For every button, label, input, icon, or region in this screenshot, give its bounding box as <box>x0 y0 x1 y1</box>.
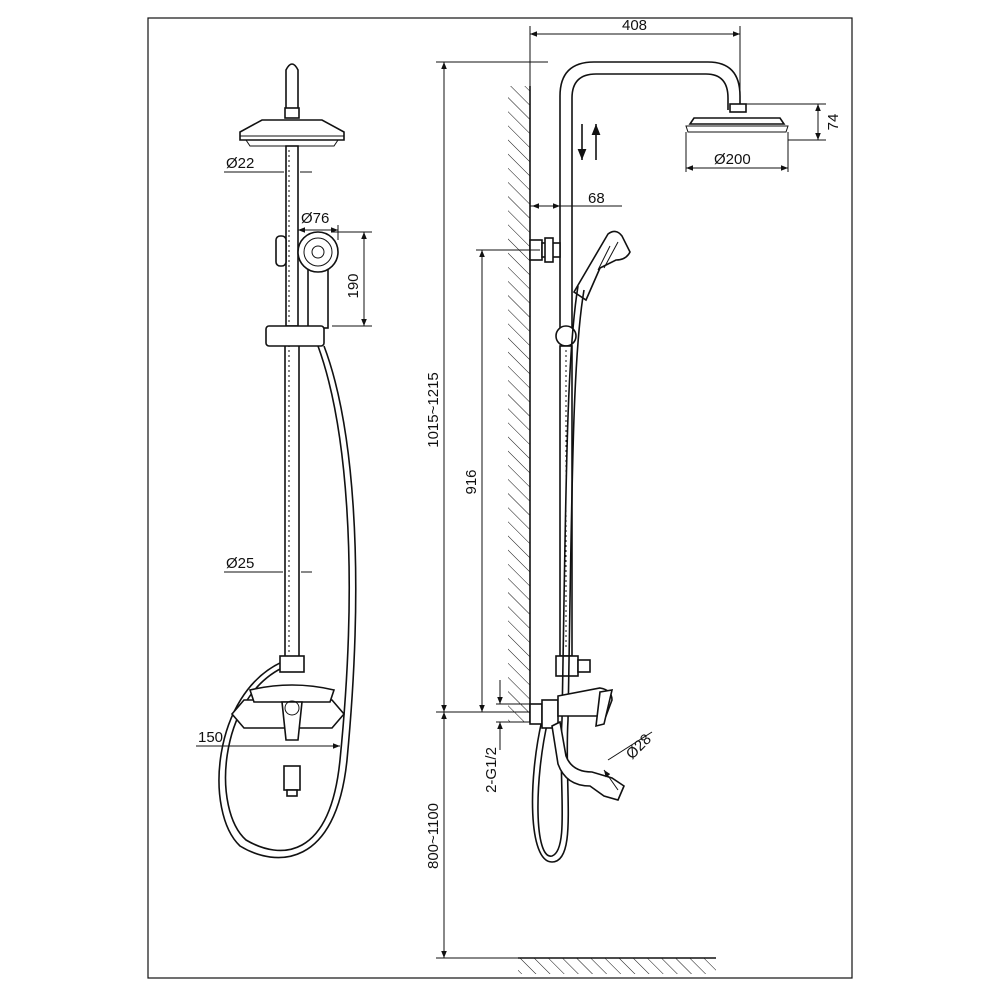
front-upper-pipe <box>285 145 299 327</box>
dim-connection-thread: 2-G1/2 <box>483 747 500 793</box>
dim-head-height: 74 <box>825 114 842 131</box>
side-dimensions <box>436 26 826 959</box>
side-view <box>508 61 789 974</box>
front-mixer <box>230 684 346 741</box>
front-hose <box>224 345 350 852</box>
front-lower-pipe <box>284 341 300 661</box>
dim-slide-height: 916 <box>463 469 480 494</box>
wall-hatch <box>508 86 530 722</box>
dim-pipe-top-diameter: Ø22 <box>226 155 254 172</box>
side-rain-head <box>685 117 789 133</box>
side-hand-shower <box>572 230 631 302</box>
side-riser-arm <box>559 61 741 330</box>
front-rain-head <box>239 119 345 147</box>
dim-column-height: 1015~1215 <box>425 372 442 448</box>
front-hand-shower <box>297 231 339 329</box>
dim-pipe-bottom-diameter: Ø25 <box>226 555 254 572</box>
dim-shower-arm-reach: 408 <box>622 17 647 34</box>
dim-head-diameter: Ø200 <box>714 151 751 168</box>
front-dimensions <box>196 171 372 749</box>
dim-mount-height: 800~1100 <box>425 803 442 869</box>
front-view <box>218 63 357 859</box>
dim-hand-shower-diameter: Ø76 <box>301 210 329 227</box>
front-slide-holder <box>265 325 325 347</box>
dim-mixer-centers: 150 <box>198 729 223 746</box>
side-mixer <box>529 687 625 801</box>
dim-wall-offset: 68 <box>588 190 605 207</box>
drawing-frame <box>147 17 853 979</box>
floor-hatch <box>518 958 716 974</box>
dim-spout-diameter: Ø28 <box>623 731 655 763</box>
dim-hand-shower-length: 190 <box>345 273 362 298</box>
